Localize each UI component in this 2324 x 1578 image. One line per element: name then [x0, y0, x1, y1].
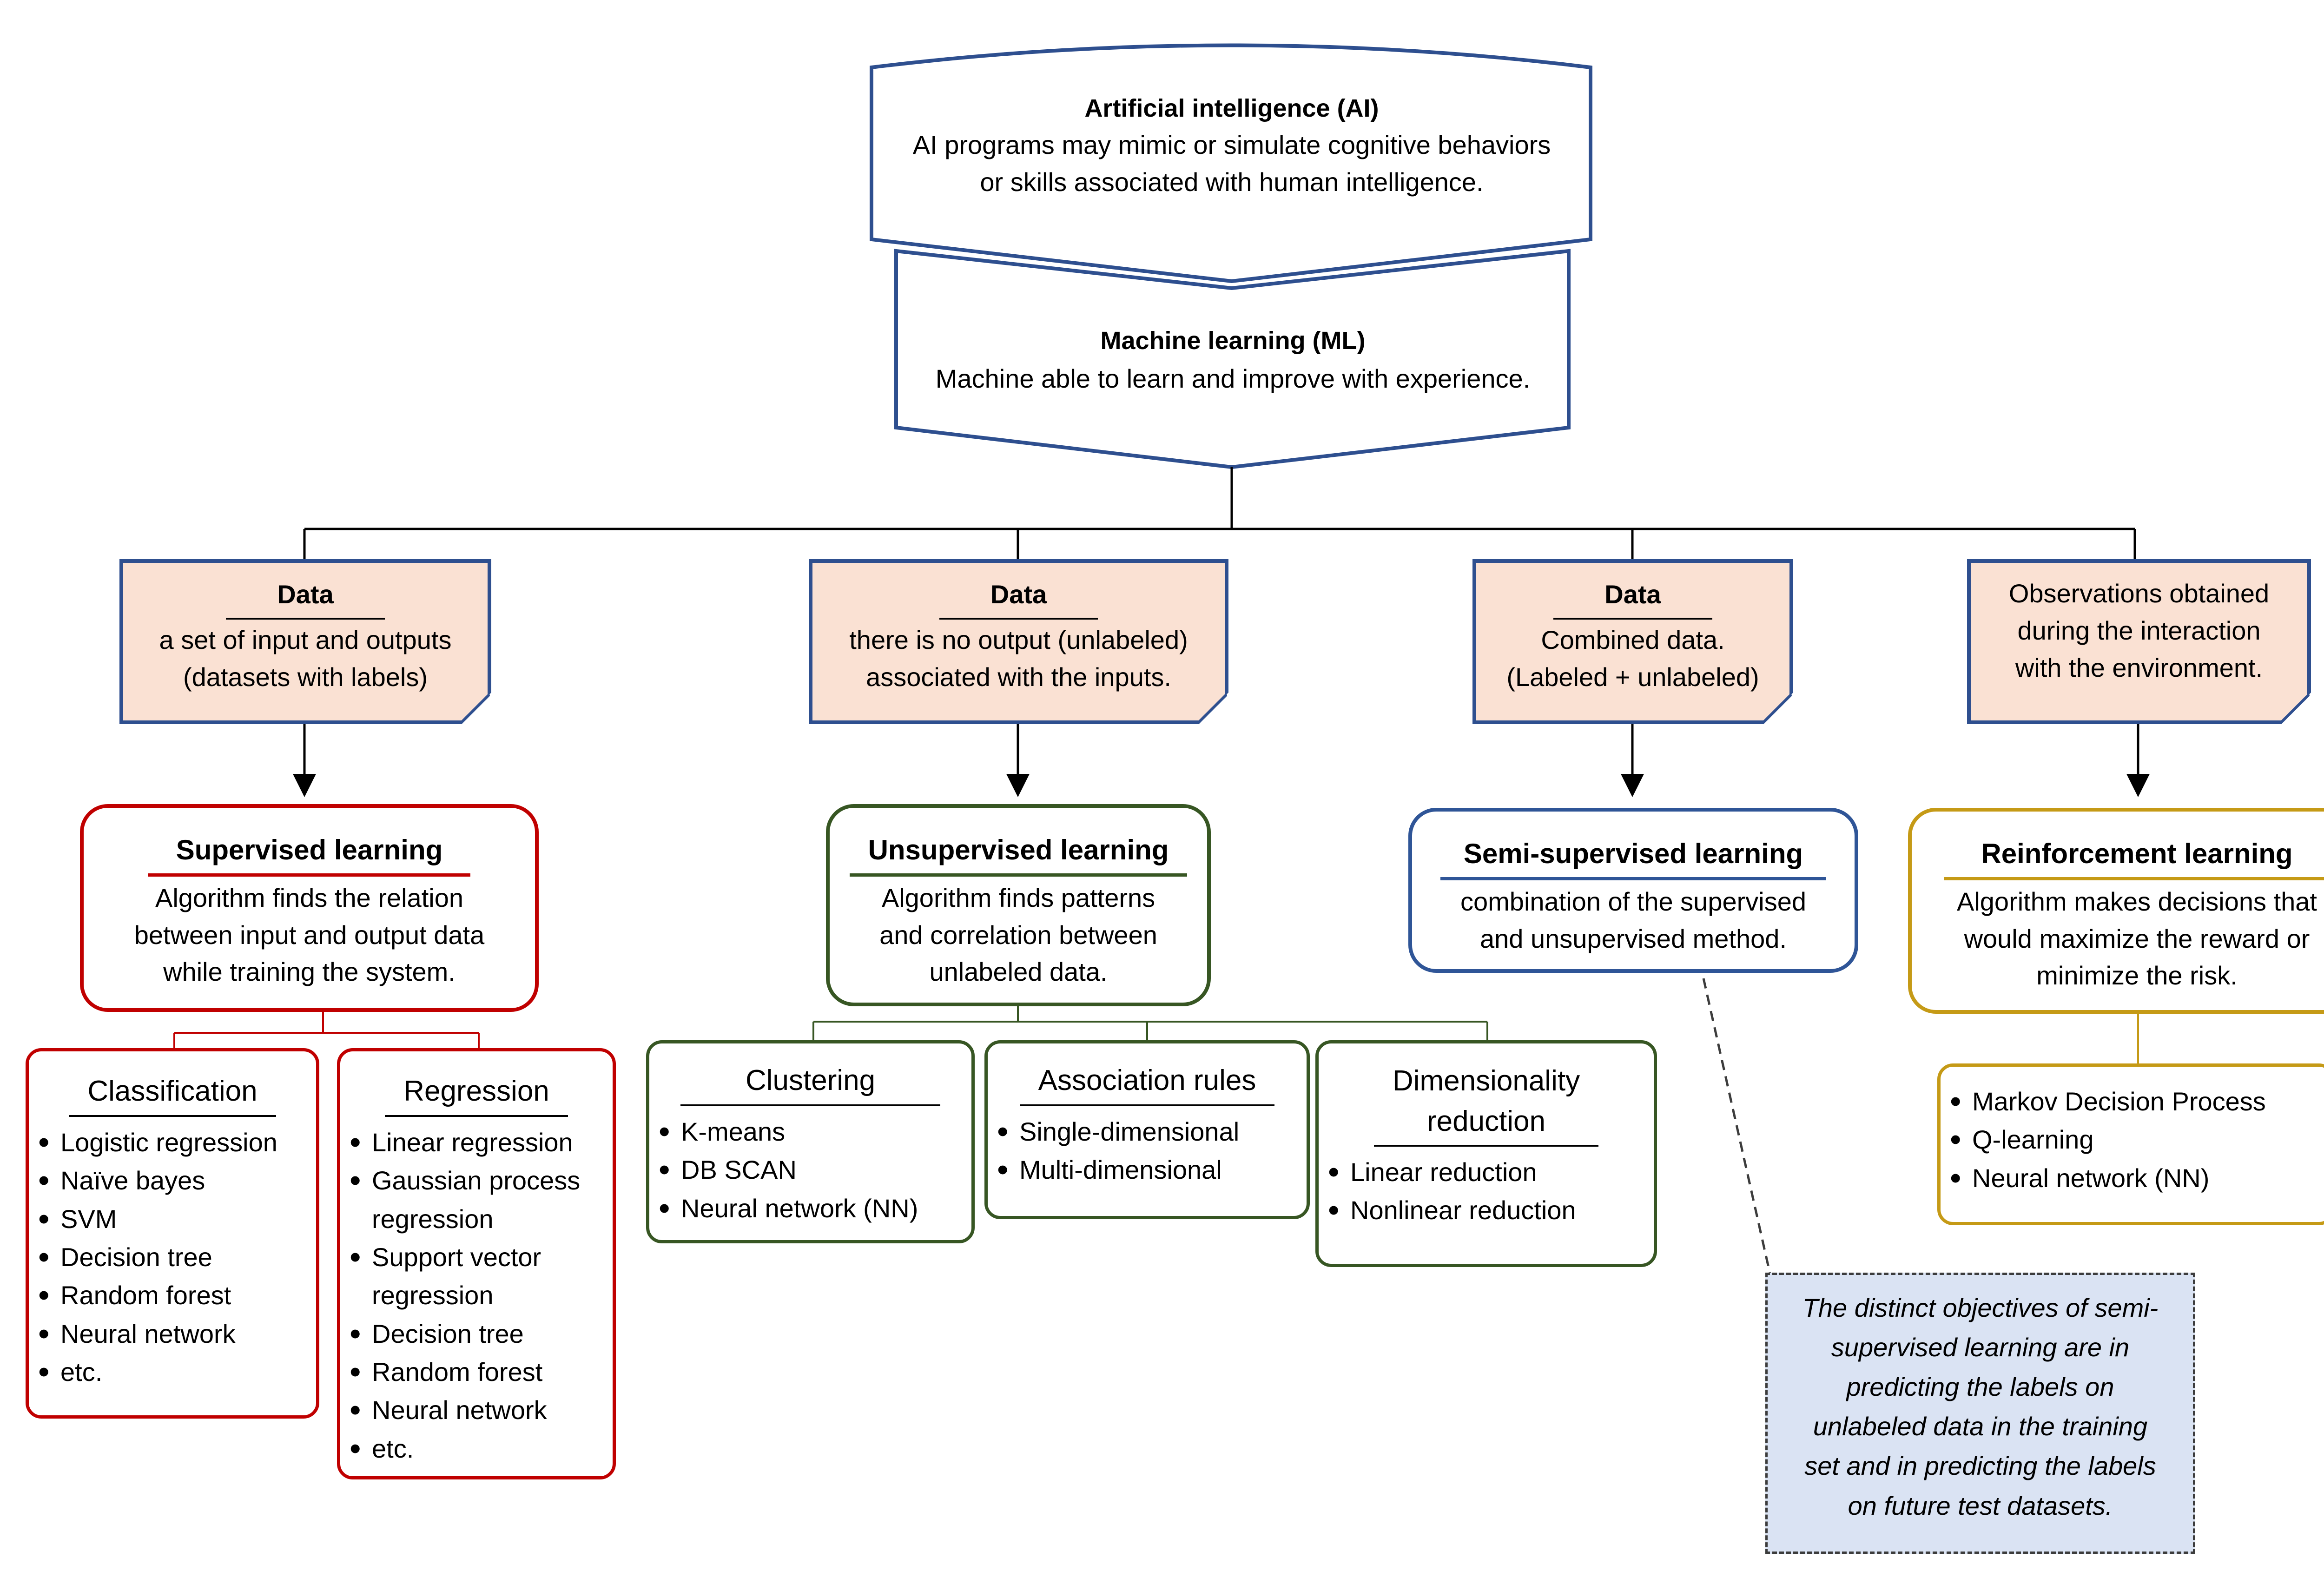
learning-line: while training the system.: [163, 957, 456, 987]
data-to-learning-arrows: [293, 723, 2150, 797]
list-item: Linear regression: [350, 1122, 613, 1162]
learning-line: unlabeled data.: [929, 957, 1108, 987]
learning-title: Unsupervised learning: [849, 830, 1188, 877]
data-box-line: during the interaction: [2017, 616, 2261, 646]
ai-description: AI programs may mimic or simulate cognit…: [874, 126, 1590, 200]
folded-corner-icon: [460, 693, 491, 724]
association-rules-box: Association rules Single-dimensional Mul…: [984, 1040, 1310, 1219]
data-box-semi-supervised: Data Combined data. (Labeled + unlabeled…: [1472, 559, 1793, 724]
ml-title: Machine learning (ML): [1100, 327, 1366, 355]
supervised-branch-connectors: [173, 1011, 480, 1048]
note-line: predicting the labels on: [1846, 1372, 2114, 1402]
learning-line: between input and output data: [134, 920, 485, 950]
data-box-line: Combined data.: [1541, 625, 1725, 655]
note-line: unlabeled data in the training: [1813, 1412, 2148, 1441]
ai-header-shape: [870, 43, 1592, 284]
list-item: Random forest: [350, 1352, 613, 1391]
list-title-line: Dimensionality: [1392, 1065, 1580, 1097]
unsupervised-learning-box: Unsupervised learning Algorithm finds pa…: [826, 804, 1211, 1006]
list-item: Random forest: [38, 1275, 316, 1314]
tree-connectors: [303, 467, 2136, 560]
list-title: Classification: [69, 1070, 276, 1117]
note-line: supervised learning are in: [1831, 1333, 2130, 1362]
learning-title: Semi-supervised learning: [1440, 834, 1827, 881]
list-item: Multi-dimensional: [997, 1150, 1307, 1189]
data-box-supervised: Data a set of input and outputs (dataset…: [119, 559, 491, 724]
list-item: Single-dimensional: [997, 1112, 1307, 1151]
data-box-title: Data: [939, 576, 1098, 620]
list-item: Neural network: [38, 1314, 316, 1353]
data-box-title: Data: [226, 576, 385, 620]
semi-supervised-learning-box: Semi-supervised learning combination of …: [1408, 808, 1858, 973]
classification-box: Classification Logistic regression Naïve…: [26, 1048, 319, 1419]
ai-description-line: or skills associated with human intellig…: [980, 167, 1484, 197]
list-item: Neural network (NN): [659, 1188, 971, 1228]
regression-box: Regression Linear regression Gaussian pr…: [337, 1048, 616, 1479]
data-box-line: Observations obtained: [2008, 579, 2270, 608]
list-item: etc.: [38, 1352, 316, 1391]
list-item: Neural network: [350, 1390, 613, 1429]
list-item: Decision tree: [38, 1237, 316, 1276]
data-box-line: there is no output (unlabeled): [849, 625, 1188, 655]
data-box-line: a set of input and outputs: [159, 625, 452, 655]
data-box-unsupervised: Data there is no output (unlabeled) asso…: [809, 559, 1228, 724]
learning-line: combination of the supervised: [1460, 887, 1806, 917]
folded-corner-icon: [1197, 693, 1228, 724]
learning-line: and unsupervised method.: [1480, 924, 1787, 953]
learning-line: Algorithm makes decisions that: [1956, 887, 2317, 917]
reinforcement-learning-box: Reinforcement learning Algorithm makes d…: [1908, 808, 2324, 1014]
list-item: K-means: [659, 1112, 971, 1151]
learning-title: Supervised learning: [148, 830, 471, 877]
list-item: etc.: [350, 1429, 613, 1468]
list-item: Naïve bayes: [38, 1161, 316, 1200]
list-item: Nonlinear reduction: [1328, 1190, 1654, 1229]
unsupervised-branch-connectors: [812, 1006, 1488, 1040]
ml-description: Machine able to learn and improve with e…: [935, 364, 1531, 393]
list-item: Gaussian process regression: [350, 1161, 613, 1238]
list-item: Q-learning: [1950, 1120, 2324, 1159]
ai-title: Artificial intelligence (AI): [1084, 94, 1379, 122]
list-title: Regression: [385, 1070, 568, 1117]
learning-line: minimize the risk.: [2036, 961, 2238, 990]
data-box-line: associated with the inputs.: [866, 662, 1171, 692]
data-box-title: Data: [1553, 576, 1712, 620]
learning-line: Algorithm finds the relation: [155, 883, 463, 913]
list-item: Linear reduction: [1328, 1152, 1654, 1191]
learning-line: would maximize the reward or: [1964, 924, 2310, 953]
list-item: Decision tree: [350, 1314, 613, 1353]
supervised-learning-box: Supervised learning Algorithm finds the …: [80, 804, 539, 1012]
note-line: set and in predicting the labels: [1804, 1451, 2156, 1481]
reinforcement-methods-box: Markov Decision Process Q-learning Neura…: [1937, 1063, 2324, 1225]
list-title: Association rules: [1019, 1059, 1275, 1107]
list-item: DB SCAN: [659, 1150, 971, 1189]
learning-title: Reinforcement learning: [1944, 834, 2324, 881]
data-box-reinforcement: Observations obtained during the interac…: [1967, 559, 2311, 724]
ml-header-shape: [894, 249, 1571, 469]
semi-note-connector: [1702, 978, 1771, 1274]
list-item: Markov Decision Process: [1950, 1082, 2324, 1121]
list-item: Logistic regression: [38, 1122, 316, 1162]
folded-corner-icon: [2279, 693, 2311, 724]
dimensionality-reduction-box: Dimensionality reduction Linear reductio…: [1315, 1040, 1657, 1267]
note-line: on future test datasets.: [1848, 1491, 2113, 1520]
data-box-line: (datasets with labels): [183, 662, 428, 692]
semi-supervised-note: The distinct objectives of semi- supervi…: [1765, 1273, 2195, 1554]
note-line: The distinct objectives of semi-: [1802, 1293, 2159, 1322]
clustering-box: Clustering K-means DB SCAN Neural networ…: [646, 1040, 975, 1243]
list-item: Neural network (NN): [1950, 1158, 2324, 1197]
ai-description-line: AI programs may mimic or simulate cognit…: [912, 130, 1551, 159]
list-item: Support vector regression: [350, 1237, 613, 1315]
list-title: Clustering: [680, 1059, 941, 1107]
folded-corner-icon: [1762, 693, 1793, 724]
learning-line: Algorithm finds patterns: [881, 883, 1155, 913]
learning-line: and correlation between: [879, 920, 1157, 950]
data-box-line: (Labeled + unlabeled): [1506, 662, 1759, 692]
list-item: SVM: [38, 1199, 316, 1238]
data-box-line: with the environment.: [2015, 653, 2263, 683]
list-title-line: reduction: [1426, 1105, 1546, 1137]
list-title: Dimensionality reduction: [1373, 1061, 1599, 1147]
